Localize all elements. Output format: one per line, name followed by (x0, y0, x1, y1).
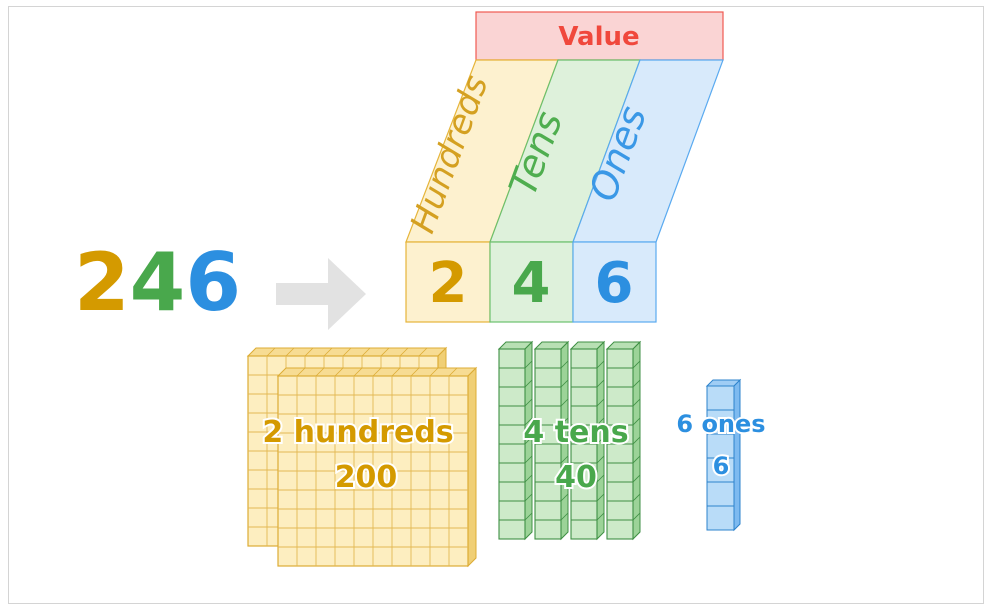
one-cube (706, 385, 735, 411)
number-digit-tens: 4 (130, 236, 186, 329)
arrow-right-icon (276, 258, 366, 330)
one-cube (706, 409, 735, 435)
tens-rods-value: 40 (555, 460, 597, 495)
value-header-label: Value (558, 22, 639, 52)
tens-rods (497, 340, 642, 541)
ones-cubes-value: 6 (713, 452, 730, 480)
one-cube (706, 481, 735, 507)
ones-stack (705, 378, 742, 532)
ten-rod (497, 340, 534, 541)
ten-rod (533, 340, 570, 541)
number-digit-hundreds: 2 (74, 236, 130, 329)
ones-digit: 6 (595, 251, 634, 316)
hundreds-blocks (246, 346, 478, 568)
ones-digit-box (572, 241, 657, 323)
number-digit-ones: 6 (185, 236, 241, 329)
tens-digit: 4 (512, 251, 551, 316)
ones-cubes-label: 6 ones (676, 410, 765, 438)
hundreds-digit-box (405, 241, 491, 323)
hundreds-blocks-label: 2 hundreds (262, 415, 453, 450)
diagram-frame (8, 6, 984, 604)
ten-rod (569, 340, 606, 541)
ten-rod (605, 340, 642, 541)
tens-digit-box (489, 241, 574, 323)
hundred-flat (276, 366, 478, 568)
one-cube (706, 505, 735, 531)
number-display: 246 (74, 236, 241, 329)
tens-rods-label: 4 tens (523, 415, 628, 450)
hundreds-digit: 2 (429, 251, 468, 316)
ones-cubes (705, 378, 742, 532)
hundreds-blocks-value: 200 (335, 460, 398, 495)
one-cube (706, 457, 735, 483)
